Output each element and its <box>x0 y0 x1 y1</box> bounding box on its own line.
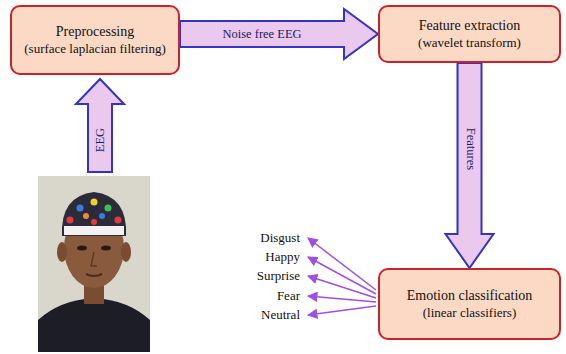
process-box: Feature extraction(wavelet transform) <box>378 5 561 63</box>
box-subtitle: (wavelet transform) <box>418 35 521 51</box>
box-heading: Preprocessing <box>56 24 135 41</box>
box-subtitle: (linear classifiers) <box>423 305 516 321</box>
signal-label: EEG <box>93 126 108 154</box>
electrode <box>77 205 84 212</box>
edge-label: Features <box>462 125 477 171</box>
eeg-cap <box>62 192 126 236</box>
subject-photo <box>38 176 150 352</box>
output-arrow <box>308 306 376 315</box>
eeg-input-arrow <box>76 79 124 172</box>
block-arrow <box>446 63 494 268</box>
electrodes <box>67 199 122 226</box>
box-subtitle: (surface laplacian filtering) <box>24 41 165 57</box>
block-arrow <box>180 9 378 59</box>
electrode <box>91 199 98 206</box>
eye <box>101 246 111 251</box>
output-arrow <box>308 238 376 290</box>
process-box: Emotion classification(linear classifier… <box>378 268 561 340</box>
box-heading: Feature extraction <box>419 18 520 35</box>
ear <box>57 242 67 262</box>
face <box>64 208 124 288</box>
emotion-label: Happy <box>265 249 300 265</box>
electrode <box>105 205 112 212</box>
ear <box>121 242 131 262</box>
output-arrow <box>308 296 376 302</box>
electrode <box>91 219 97 225</box>
output-arrows <box>308 238 376 315</box>
electrode <box>67 217 74 224</box>
edge-label: Noise free EEG <box>220 27 303 42</box>
electrode <box>115 217 122 224</box>
mouth <box>86 274 102 276</box>
process-box: Preprocessing(surface laplacian filterin… <box>10 5 180 75</box>
nose <box>91 252 97 266</box>
output-arrow <box>308 276 376 298</box>
emotion-label: Disgust <box>260 230 300 246</box>
photo-background <box>38 176 150 352</box>
emotion-label: Neutral <box>261 307 300 323</box>
shirt <box>38 298 150 352</box>
eye <box>77 246 87 251</box>
headband <box>64 226 124 235</box>
output-arrow <box>308 257 376 294</box>
electrode <box>99 213 105 219</box>
box-heading: Emotion classification <box>407 288 533 305</box>
emotion-label: Surprise <box>257 268 300 284</box>
electrode <box>83 213 89 219</box>
emotion-label: Fear <box>277 288 300 304</box>
